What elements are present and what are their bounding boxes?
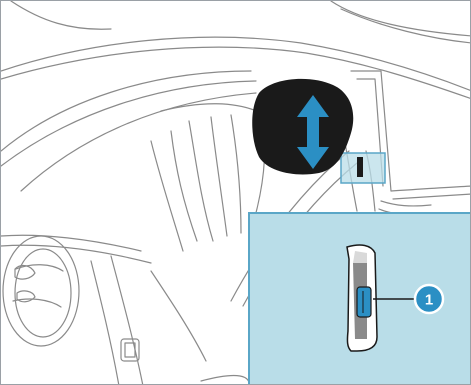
seat-belt-height-adjuster-button (357, 287, 371, 317)
callout-1-label: 1 (425, 292, 433, 309)
height-adjuster-highlight (341, 153, 385, 183)
up-down-arrow-icon (252, 79, 353, 175)
zoom-inset-panel: 1 (249, 213, 471, 385)
